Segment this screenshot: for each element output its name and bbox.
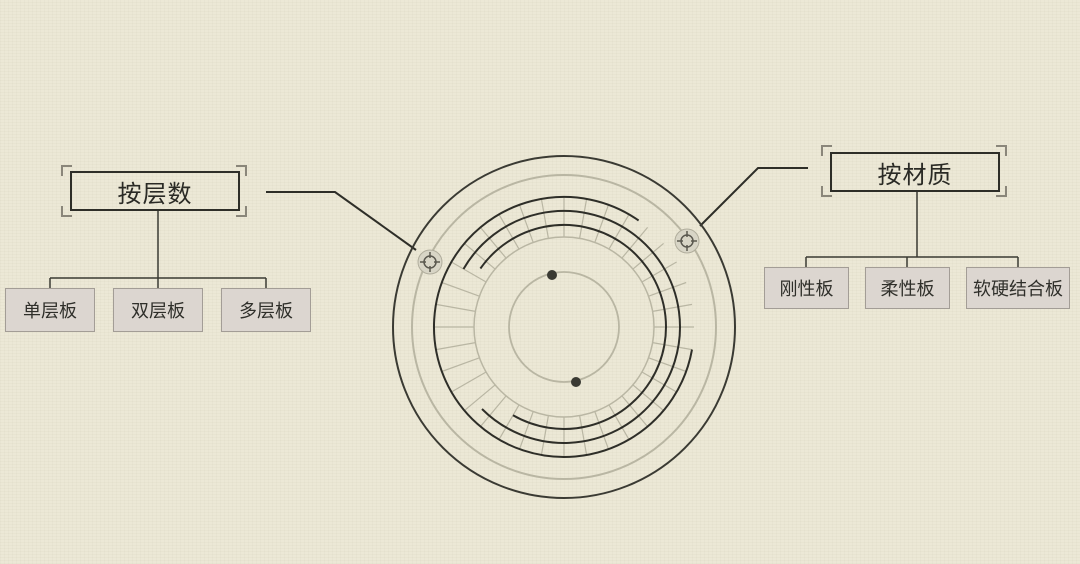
- tick-mark: [621, 395, 649, 427]
- tick-mark: [641, 371, 677, 393]
- tick-mark: [540, 198, 549, 239]
- tick-mark: [540, 415, 549, 456]
- tick-mark: [621, 227, 649, 259]
- tick-mark: [464, 384, 496, 412]
- left-leaf-2: 多层板: [221, 288, 311, 332]
- right-category-title: 按材质: [830, 152, 1000, 192]
- tick-mark: [608, 214, 630, 250]
- tick-mark: [435, 303, 476, 312]
- tick-mark: [594, 411, 610, 450]
- tick-mark: [441, 357, 480, 373]
- tick-mark: [648, 281, 687, 297]
- tick-mark: [579, 198, 588, 239]
- tick-mark: [648, 357, 687, 373]
- right-leaf-2: 软硬结合板: [966, 267, 1070, 309]
- tick-mark: [479, 395, 507, 427]
- tick-mark: [652, 303, 693, 312]
- tick-mark: [579, 415, 588, 456]
- tick-mark: [594, 204, 610, 243]
- tick-mark: [441, 281, 480, 297]
- outer-ring: [392, 155, 736, 499]
- right-tree-connectors: [805, 192, 1019, 267]
- left-leader-line: [266, 191, 417, 251]
- tick-mark: [518, 411, 534, 450]
- right-leader-line: [699, 167, 808, 227]
- tick-mark: [641, 261, 677, 283]
- tick-mark: [498, 404, 520, 440]
- right-leaf-0: 刚性板: [764, 267, 849, 309]
- left-tree-connectors: [49, 210, 267, 288]
- tick-ring: [434, 197, 694, 457]
- tick-mark: [435, 342, 476, 351]
- crosshair-icon: [417, 249, 443, 275]
- tick-mark: [464, 242, 496, 270]
- title-brackets: [61, 145, 1007, 217]
- crosshair-icon: [674, 228, 700, 254]
- dark-arc-middle: [462, 209, 681, 444]
- left-leaf-0: 单层板: [5, 288, 95, 332]
- right-leaf-1: 柔性板: [865, 267, 950, 309]
- dark-arc-outer: [432, 196, 693, 458]
- left-leaf-1: 双层板: [113, 288, 203, 332]
- tick-mark: [498, 214, 520, 250]
- tick-mark: [451, 261, 487, 283]
- tick-mark: [518, 204, 534, 243]
- tick-mark: [652, 342, 693, 351]
- dot-upper: [547, 270, 557, 280]
- dot-lower: [571, 377, 581, 387]
- dark-arc-inner: [479, 223, 667, 430]
- inner-ring: [508, 271, 620, 383]
- tick-mark: [632, 384, 664, 412]
- tick-inner-ring: [473, 236, 655, 418]
- tick-mark: [632, 242, 664, 270]
- center-circle-graphic: [392, 155, 736, 499]
- tick-mark: [608, 404, 630, 440]
- tick-mark: [479, 227, 507, 259]
- light-ring: [411, 174, 717, 480]
- left-category-title: 按层数: [70, 171, 240, 211]
- tick-mark: [451, 371, 487, 393]
